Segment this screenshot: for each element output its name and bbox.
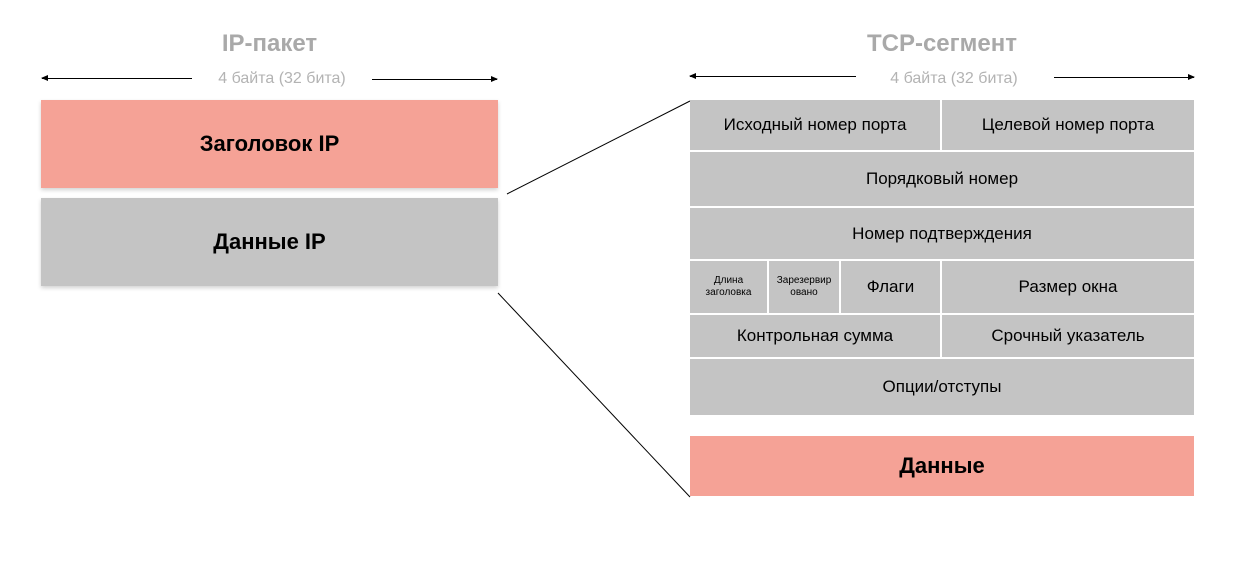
tcp-width-arrow-left — [689, 73, 856, 79]
tcp-field-urgent-pointer-label: Срочный указатель — [991, 326, 1145, 345]
tcp-field-source-port-label: Исходный номер порта — [723, 115, 907, 134]
tcp-field-dest-port-label: Целевой номер порта — [981, 115, 1155, 134]
tcp-field-dest-port: Целевой номер порта — [942, 100, 1194, 150]
tcp-field-header-length-line-2: заголовка — [705, 287, 752, 298]
tcp-field-ack-number-label: Номер подтверждения — [852, 223, 1032, 243]
tcp-data-block: Данные — [690, 436, 1194, 496]
ip-header-block: Заголовок IP — [41, 100, 498, 188]
tcp-field-sequence-number: Порядковый номер — [690, 152, 1194, 206]
tcp-data-label: Данные — [899, 453, 985, 478]
tcp-field-checksum: Контрольная сумма — [690, 315, 940, 357]
tcp-field-options-padding: Опции/отступы — [690, 359, 1194, 415]
tcp-width-arrow-right — [1054, 74, 1195, 80]
ip-header-label: Заголовок IP — [199, 131, 340, 156]
ip-data-label: Данные IP — [213, 229, 326, 254]
connector-line-top — [506, 100, 691, 195]
tcp-field-reserved-line-1: Зарезервир — [776, 275, 832, 286]
tcp-field-sequence-number-label: Порядковый номер — [865, 169, 1019, 188]
tcp-field-window-size: Размер окна — [942, 261, 1194, 313]
tcp-field-checksum-label: Контрольная сумма — [736, 326, 894, 345]
tcp-field-ack-number: Номер подтверждения — [690, 208, 1194, 259]
tcp-segment-title: TCP-сегмент — [866, 30, 1018, 57]
tcp-field-options-padding-label: Опции/отступы — [882, 377, 1002, 396]
tcp-field-window-size-label: Размер окна — [1018, 277, 1118, 296]
ip-packet-title: IP-пакет — [221, 30, 318, 57]
tcp-field-reserved: Зарезервир овано — [769, 261, 839, 313]
tcp-field-flags-label: Флаги — [866, 277, 915, 296]
tcp-field-source-port: Исходный номер порта — [690, 100, 940, 150]
tcp-field-flags: Флаги — [841, 261, 940, 313]
ip-width-arrow-right — [372, 76, 498, 82]
tcp-field-header-length: Длина заголовка — [690, 261, 767, 313]
ip-width-label: 4 байта (32 бита) — [192, 70, 372, 88]
tcp-field-header-length-line-1: Длина — [713, 275, 744, 286]
tcp-field-reserved-line-2: овано — [790, 287, 818, 298]
tcp-field-urgent-pointer: Срочный указатель — [942, 315, 1194, 357]
ip-width-arrow-left — [41, 75, 192, 81]
tcp-width-label: 4 байта (32 бита) — [856, 70, 1052, 88]
ip-data-block: Данные IP — [41, 198, 498, 286]
connector-line-bottom — [497, 292, 691, 498]
